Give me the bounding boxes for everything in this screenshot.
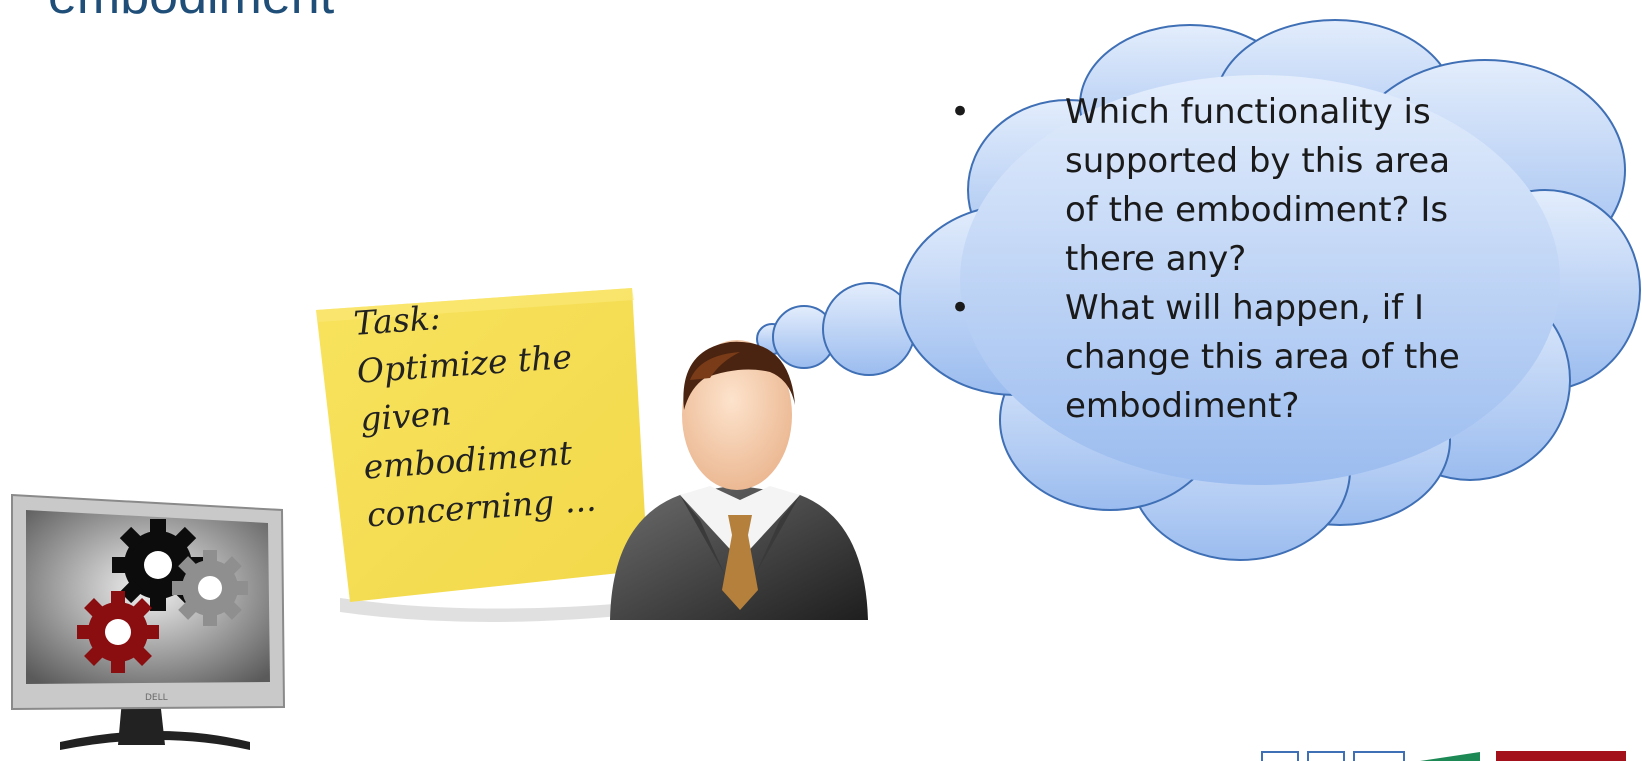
thought-cloud-icon [756, 19, 1641, 561]
bullet-text: What will happen, if I change this area … [1065, 288, 1460, 426]
bullet-dot: • [950, 288, 971, 328]
sticky-note-icon [316, 288, 660, 622]
businessman-icon [610, 340, 868, 620]
gears-icon [77, 519, 248, 673]
sticky-note-text: Task: Optimize the given embodiment conc… [352, 284, 598, 539]
monitor-brand: DELL [145, 693, 168, 703]
bullet-item: • Which functionality is supported by th… [950, 88, 1470, 284]
thought-cloud-text: • Which functionality is supported by th… [950, 88, 1470, 431]
university-logo-icon [1261, 751, 1626, 761]
bullet-dot: • [950, 92, 971, 132]
bullet-text: Which functionality is supported by this… [1065, 92, 1451, 279]
slide-title: embodiment [48, 0, 334, 26]
bullet-item: • What will happen, if I change this are… [950, 284, 1470, 431]
